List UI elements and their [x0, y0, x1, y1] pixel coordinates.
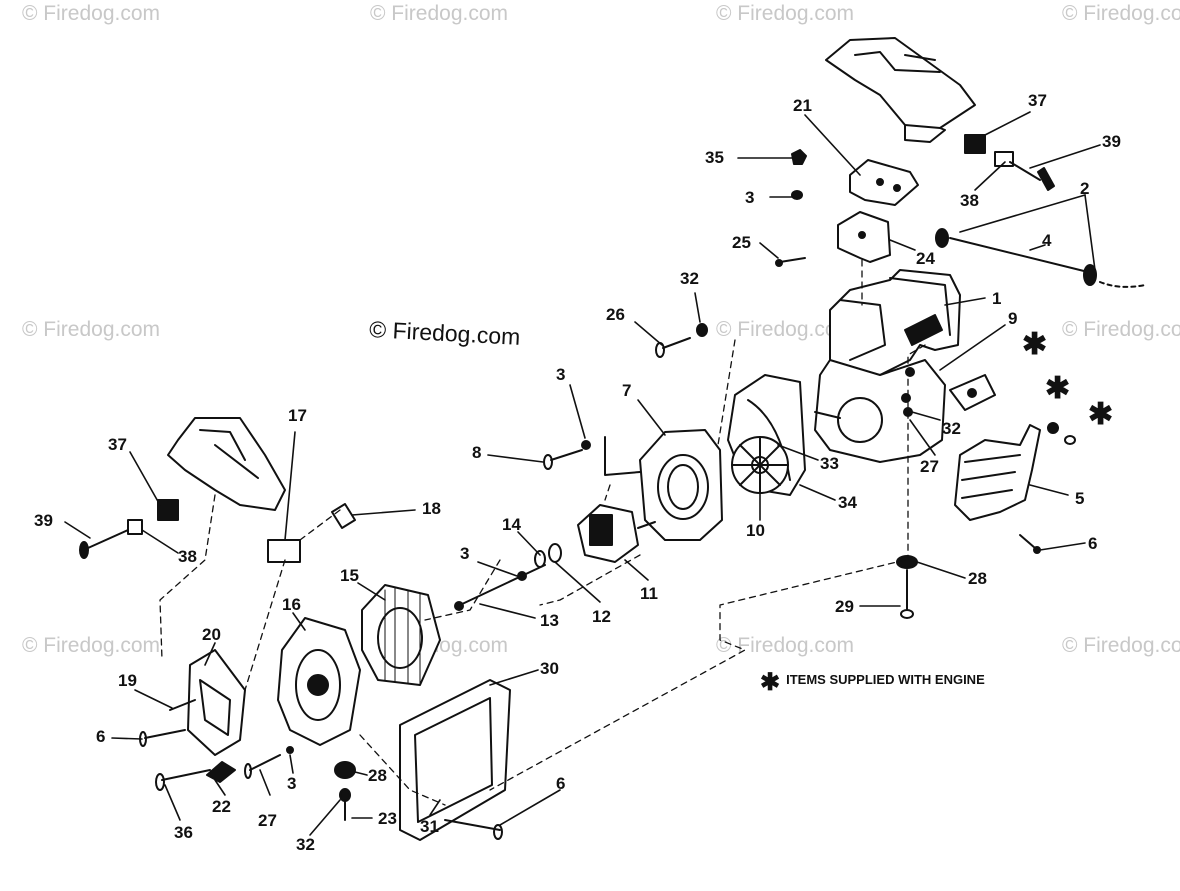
muffler-part-5	[954, 422, 1076, 554]
callout-28: 28	[368, 766, 387, 785]
hardware-small-top	[775, 149, 807, 267]
engine-part-1	[814, 269, 961, 463]
watermark: © Firedog.com	[716, 634, 855, 657]
callout-27: 27	[920, 457, 939, 476]
end-bell-part-16	[277, 617, 361, 746]
callout-19: 19	[118, 671, 137, 690]
callout-29: 29	[835, 597, 854, 616]
mount-part-28	[896, 555, 918, 619]
callout-6: 6	[96, 727, 106, 746]
callout-20: 20	[202, 625, 221, 644]
callout-11: 11	[640, 584, 658, 603]
callout-32: 32	[942, 419, 961, 438]
alignment-lines	[159, 259, 926, 806]
watermark: © Firedog.com	[1062, 634, 1180, 657]
legend-text: ITEMS SUPPLIED WITH ENGINE	[786, 672, 985, 687]
callout-25: 25	[732, 233, 751, 252]
callout-24: 24	[916, 249, 935, 268]
flywheel-part-10	[731, 436, 789, 494]
callout-36: 36	[174, 823, 193, 842]
callout-22: 22	[212, 797, 231, 816]
rod-part-4	[935, 228, 1146, 288]
callout-14: 14	[502, 515, 521, 534]
callout-3: 3	[556, 365, 566, 384]
callout-12: 12	[592, 607, 611, 626]
callout-10: 10	[746, 521, 765, 540]
callout-27: 27	[258, 811, 277, 830]
bolt-assembly-top	[964, 134, 1055, 191]
supplied-with-engine-mark: ✱	[1088, 398, 1114, 431]
bracket-part-24	[837, 211, 891, 263]
supplied-with-engine-mark: ✱	[1045, 372, 1071, 405]
callout-13: 13	[540, 611, 559, 630]
callout-31: 31	[420, 817, 439, 836]
asterisk-icon: ✱	[760, 669, 781, 696]
callout-26: 26	[606, 305, 625, 324]
callout-17: 17	[288, 406, 307, 425]
callout-37: 37	[1028, 91, 1047, 110]
callout-3: 3	[460, 544, 470, 563]
callout-39: 39	[1102, 132, 1121, 151]
callout-32: 32	[680, 269, 699, 288]
callout-6: 6	[556, 774, 566, 793]
callout-15: 15	[340, 566, 359, 585]
watermark: © Firedog.com	[716, 2, 855, 25]
callout-34: 34	[838, 493, 857, 512]
callout-3: 3	[745, 188, 755, 207]
callout-38: 38	[960, 191, 979, 210]
watermark: © Firedog.com	[1062, 318, 1180, 341]
starter-part-11	[577, 504, 656, 563]
supplied-with-engine-mark: ✱	[1022, 328, 1048, 361]
callout-1: 1	[992, 289, 1002, 308]
callout-7: 7	[622, 381, 632, 400]
callout-35: 35	[705, 148, 724, 167]
watermark: © Firedog.com	[22, 634, 161, 657]
callout-4: 4	[1042, 231, 1052, 250]
callout-21: 21	[793, 96, 812, 115]
housing-part-7	[639, 429, 723, 541]
panel-part-20	[187, 649, 246, 756]
watermark: © Firedog.com	[22, 318, 161, 341]
callout-39: 39	[34, 511, 53, 530]
callout-30: 30	[540, 659, 559, 678]
callout-23: 23	[378, 809, 397, 828]
leader-lines	[64, 111, 1101, 836]
callout-16: 16	[282, 595, 301, 614]
callout-33: 33	[820, 454, 839, 473]
bolt-part-26	[655, 323, 708, 358]
callout-9: 9	[1008, 309, 1018, 328]
base-plate-part-30	[399, 679, 511, 841]
watermark: © Firedog.com	[1062, 2, 1180, 25]
watermark: © Firedog.com	[716, 318, 855, 341]
callout-8: 8	[472, 443, 482, 462]
callout-6: 6	[1088, 534, 1098, 553]
bracket-part-21	[849, 159, 919, 206]
watermark: © Firedog.com	[22, 2, 161, 25]
callout-37: 37	[108, 435, 127, 454]
callout-28: 28	[968, 569, 987, 588]
callout-2: 2	[1080, 179, 1090, 198]
callout-3: 3	[287, 774, 297, 793]
rear-cover-left	[79, 417, 286, 559]
washers-bolt	[454, 543, 562, 611]
callout-38: 38	[178, 547, 197, 566]
stator-part-15	[361, 584, 441, 686]
callout-32: 32	[296, 835, 315, 854]
watermark: © Firedog.com	[370, 2, 509, 25]
callout-18: 18	[422, 499, 441, 518]
legend: ✱ ITEMS SUPPLIED WITH ENGINE	[760, 668, 985, 697]
bolt-part-8	[543, 436, 641, 476]
rear-cover-part	[825, 37, 976, 143]
clip-parts	[267, 503, 356, 563]
callout-5: 5	[1075, 489, 1085, 508]
